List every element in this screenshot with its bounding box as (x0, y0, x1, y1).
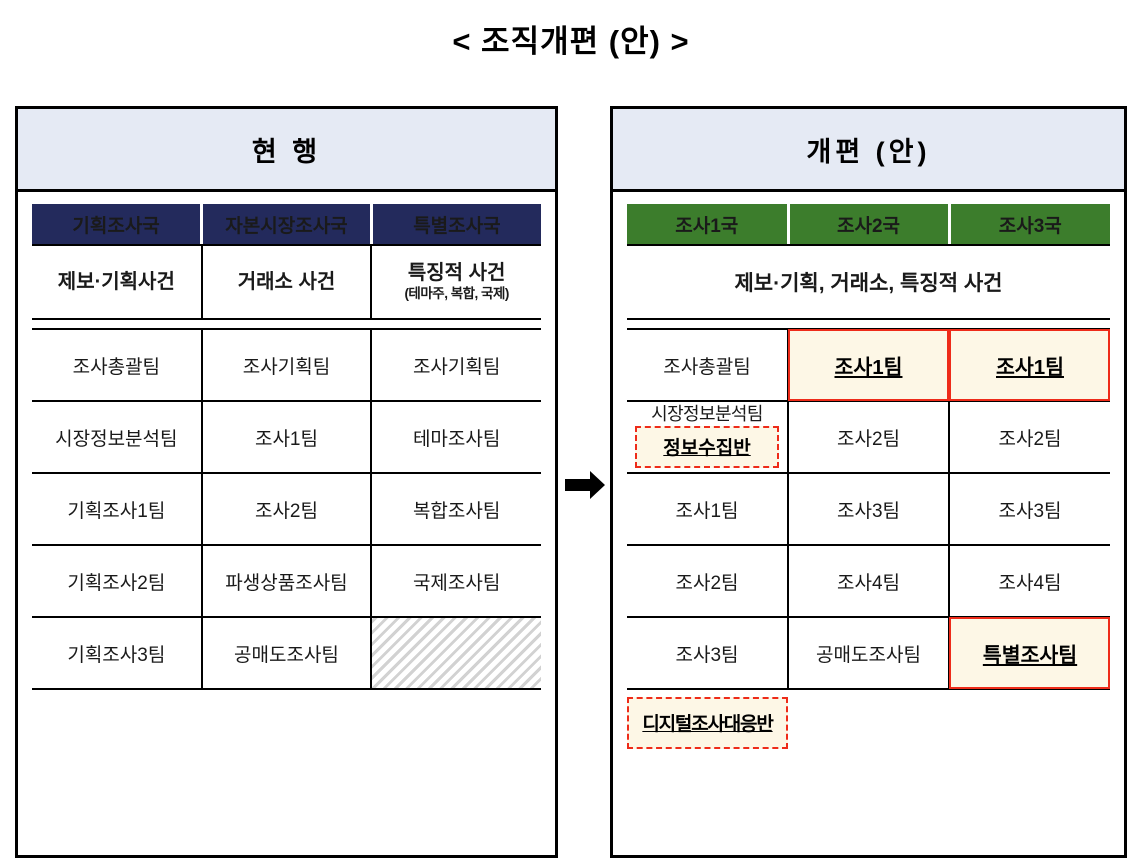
revised-org-panel: 개편 (안) 조사1국 조사2국 조사3국 제보·기획, 거래소, 특징적 사건… (610, 106, 1127, 858)
team-cell-0-0: 조사총괄팀 (32, 328, 203, 402)
current-scope-table: 제보·기획사건 거래소 사건 특징적 사건 (테마주, 복합, 국제) (32, 244, 541, 328)
bureau-cell-1: 자본시장조사국 (201, 204, 373, 244)
bureau-cell-0: 기획조사국 (32, 204, 204, 244)
team-cell-2-1: 조사2팀 (201, 473, 373, 546)
table-row: 조사1국 조사2국 조사3국 (627, 204, 1110, 244)
scope-main-2: 특징적 사건 (407, 262, 506, 285)
table-row: 기획조사1팀 조사2팀 복합조사팀 (32, 473, 541, 546)
scope-cell-2: 특징적 사건 (테마주, 복합, 국제) (371, 244, 541, 320)
team-cell-0-2-highlighted: 조사1팀 (949, 328, 1110, 402)
team-cell-3-0: 조사2팀 (627, 545, 789, 618)
team-cell-2-1: 조사3팀 (788, 473, 950, 546)
table-row: 기획조사3팀 공매도조사팀 (32, 617, 541, 690)
table-row: 조사총괄팀 조사1팀 조사1팀 (627, 328, 1110, 402)
team-cell-3-2: 조사4팀 (949, 545, 1110, 618)
scope-main-0: 제보·기획사건 (57, 270, 175, 293)
revised-panel-heading: 개편 (안) (613, 109, 1124, 192)
team-cell-0-1-highlighted: 조사1팀 (788, 328, 950, 402)
scope-sub-2: (테마주, 복합, 국제) (404, 286, 509, 302)
bureau-cell-1: 조사2국 (788, 204, 951, 244)
team-cell-2-2: 조사3팀 (949, 473, 1110, 546)
revised-panel-body: 조사1국 조사2국 조사3국 제보·기획, 거래소, 특징적 사건 조사총괄팀 … (613, 192, 1124, 855)
revised-bureau-band: 조사1국 조사2국 조사3국 (627, 204, 1110, 244)
team-label: 특별조사팀 (982, 644, 1078, 667)
subunit-chip-jeongbosujipban: 정보수집반 (635, 425, 779, 468)
table-row: 기획조사2팀 파생상품조사팀 국제조사팀 (32, 545, 541, 618)
team-cell-with-subunit: 시장정보분석팀 정보수집반 (627, 402, 787, 472)
team-cell-2-2: 복합조사팀 (371, 473, 541, 546)
scope-cell-1: 거래소 사건 (201, 244, 373, 320)
team-cell-1-2: 테마조사팀 (371, 401, 541, 474)
team-cell-3-0: 기획조사2팀 (32, 545, 203, 618)
table-row: 조사3팀 공매도조사팀 특별조사팀 (627, 617, 1110, 690)
arrow-right-icon (563, 468, 607, 502)
team-cell-3-1: 조사4팀 (788, 545, 950, 618)
team-cell-4-1: 공매도조사팀 (201, 617, 373, 690)
team-cell-2-0: 조사1팀 (627, 473, 789, 546)
team-cell-1-1: 조사2팀 (788, 401, 950, 474)
team-cell-2-0: 기획조사1팀 (32, 473, 203, 546)
team-cell-0-1: 조사기획팀 (201, 328, 373, 402)
current-org-panel: 현 행 기획조사국 자본시장조사국 특별조사국 제보·기획사건 거래소 사건 특… (15, 106, 558, 858)
subunit-chip-digital-response: 디지털조사대응반 (627, 697, 788, 749)
current-team-table: 조사총괄팀 조사기획팀 조사기획팀 시장정보분석팀 조사1팀 테마조사팀 기획조… (32, 328, 541, 690)
spacer-cell (627, 319, 1110, 328)
bureau-cell-2: 조사3국 (949, 204, 1110, 244)
current-bureau-band: 기획조사국 자본시장조사국 특별조사국 (32, 204, 541, 244)
revised-team-table: 조사총괄팀 조사1팀 조사1팀 시장정보분석팀 정보수집반 조사2팀 조사2팀 (627, 328, 1110, 690)
scope-main-1: 거래소 사건 (237, 270, 336, 293)
spacer-row (627, 319, 1110, 328)
current-panel-heading: 현 행 (18, 109, 555, 192)
current-panel-body: 기획조사국 자본시장조사국 특별조사국 제보·기획사건 거래소 사건 특징적 사… (18, 192, 555, 855)
table-row: 시장정보분석팀 정보수집반 조사2팀 조사2팀 (627, 401, 1110, 474)
loose-unit-row: 디지털조사대응반 (627, 697, 1110, 749)
table-row: 조사2팀 조사4팀 조사4팀 (627, 545, 1110, 618)
table-row: 시장정보분석팀 조사1팀 테마조사팀 (32, 401, 541, 474)
team-cell-4-1: 공매도조사팀 (788, 617, 950, 690)
team-cell-3-1: 파생상품조사팀 (201, 545, 373, 618)
bureau-cell-2: 특별조사국 (371, 204, 541, 244)
team-label: 조사1팀 (834, 356, 903, 379)
spacer-cell (32, 319, 541, 328)
table-row: 조사총괄팀 조사기획팀 조사기획팀 (32, 328, 541, 402)
team-cell-4-0: 기획조사3팀 (32, 617, 203, 690)
team-cell-4-2-highlighted: 특별조사팀 (949, 617, 1110, 690)
spacer-row (32, 319, 541, 328)
table-row: 제보·기획, 거래소, 특징적 사건 (627, 244, 1110, 320)
team-label: 시장정보분석팀 (651, 404, 763, 425)
table-row: 기획조사국 자본시장조사국 특별조사국 (32, 204, 541, 244)
scope-cell-0: 제보·기획사건 (32, 244, 203, 320)
scope-merged-cell: 제보·기획, 거래소, 특징적 사건 (627, 244, 1110, 320)
team-cell-3-2: 국제조사팀 (371, 545, 541, 618)
table-row: 조사1팀 조사3팀 조사3팀 (627, 473, 1110, 546)
team-cell-1-0: 시장정보분석팀 정보수집반 (627, 401, 789, 474)
bureau-cell-0: 조사1국 (627, 204, 790, 244)
table-row: 제보·기획사건 거래소 사건 특징적 사건 (테마주, 복합, 국제) (32, 244, 541, 320)
team-cell-0-0: 조사총괄팀 (627, 328, 789, 402)
team-cell-0-2: 조사기획팀 (371, 328, 541, 402)
revised-scope-table: 제보·기획, 거래소, 특징적 사건 (627, 244, 1110, 328)
team-cell-4-0: 조사3팀 (627, 617, 789, 690)
team-label: 조사1팀 (996, 356, 1064, 379)
team-cell-1-2: 조사2팀 (949, 401, 1110, 474)
team-cell-1-1: 조사1팀 (201, 401, 373, 474)
empty-hatched-cell (371, 617, 541, 690)
page-title: < 조직개편 (안) > (452, 24, 690, 59)
team-cell-1-0: 시장정보분석팀 (32, 401, 203, 474)
